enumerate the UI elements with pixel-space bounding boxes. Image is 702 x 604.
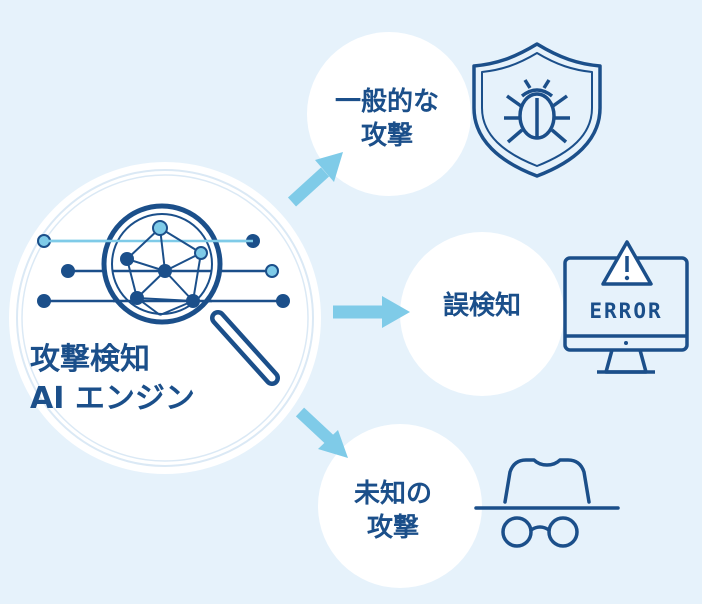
shield-bug-icon	[472, 42, 602, 178]
engine-label: 攻撃検知 AI エンジン	[30, 340, 195, 418]
magnifier-icon	[44, 203, 280, 386]
engine-label-line2: AI エンジン	[30, 381, 195, 416]
common-attack-line2: 攻撃	[360, 120, 413, 151]
monitor-power-dot	[624, 341, 628, 345]
output-circle-false-positive	[400, 232, 564, 396]
arrow-to-unknown-attack	[295, 407, 348, 458]
error-text: ERROR	[589, 299, 663, 323]
common-attack-line1: 一般的な	[334, 87, 439, 117]
monitor-error-icon	[563, 240, 689, 374]
unknown-attack-line1: 未知の	[353, 479, 432, 509]
false-positive-label: 誤検知	[422, 290, 542, 324]
unknown-attack-line2: 攻撃	[366, 512, 419, 543]
unknown-attack-label: 未知の 攻撃	[338, 478, 448, 546]
common-attack-label: 一般的な 攻撃	[332, 86, 442, 154]
warning-dot	[624, 275, 630, 281]
output-circle-common-attack	[307, 32, 471, 196]
engine-label-line1: 攻撃検知	[30, 342, 150, 377]
hat-glasses-icon	[474, 458, 620, 548]
arrow-to-false-positive	[333, 296, 410, 328]
output-circle-unknown-attack	[318, 424, 482, 588]
network-nodes	[37, 234, 290, 308]
arrow-to-common-attack	[287, 152, 343, 207]
false-positive-line1: 誤検知	[442, 291, 521, 321]
